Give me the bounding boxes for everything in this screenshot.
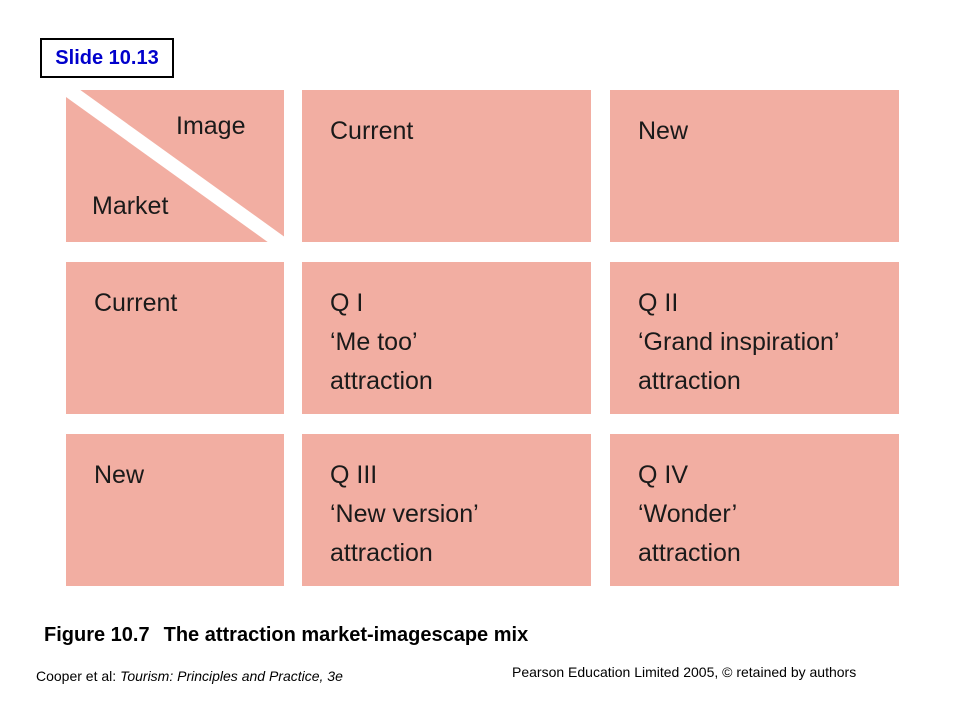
column-axis-label: Image (176, 112, 246, 140)
row-axis-label: Market (92, 192, 169, 220)
citation-book-title: Tourism: Principles and Practice, 3e (120, 668, 343, 684)
quadrant-q1: Q I ‘Me too’ attraction (302, 262, 591, 414)
quadrant-label: Q II ‘Grand inspiration’ attraction (638, 289, 840, 395)
quadrant-q3: Q III ‘New version’ attraction (302, 434, 591, 586)
quadrant-label: Q IV ‘Wonder’ attraction (638, 461, 741, 567)
row-header-label: New (94, 461, 145, 489)
column-header-new: New (610, 90, 899, 242)
column-header-label: Current (330, 117, 414, 145)
citation-authors: Cooper et al: (36, 668, 121, 684)
quadrant-q2: Q II ‘Grand inspiration’ attraction (610, 262, 899, 414)
copyright-notice: Pearson Education Limited 2005, © retain… (512, 664, 857, 680)
quadrant-label: Q III ‘New version’ attraction (330, 461, 479, 567)
column-header-label: New (638, 117, 689, 145)
matrix-corner-cell: Image Market (66, 90, 284, 242)
figure-title: The attraction market-imagescape mix (163, 624, 529, 646)
row-header-new: New (66, 434, 284, 586)
citation: Cooper et al: Tourism: Principles and Pr… (36, 668, 343, 684)
figure-number: Figure 10.7 (44, 624, 150, 646)
row-header-label: Current (94, 289, 178, 317)
corner-diagonal (66, 90, 284, 242)
column-header-current: Current (302, 90, 591, 242)
row-header-current: Current (66, 262, 284, 414)
quadrant-q4: Q IV ‘Wonder’ attraction (610, 434, 899, 586)
figure-caption: Figure 10.7 The attraction market-imagesc… (44, 624, 528, 647)
quadrant-label: Q I ‘Me too’ attraction (330, 289, 433, 395)
slide-number-badge: Slide 10.13 (40, 38, 174, 78)
